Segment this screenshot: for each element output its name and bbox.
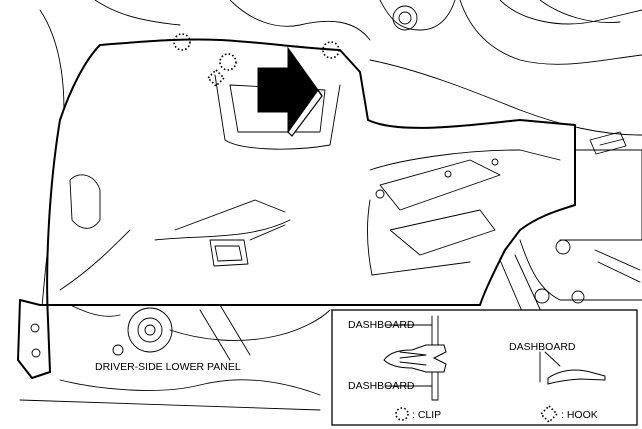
- dashboard-label-bottom: DASHBOARD: [348, 380, 415, 392]
- driver-side-lower-panel-shape: [17, 38, 576, 379]
- hook-legend-label: : HOOK: [561, 409, 598, 421]
- clip-legend-icon: [395, 407, 409, 421]
- removal-arrow-icon: [257, 46, 323, 137]
- dashboard-label-top: DASHBOARD: [348, 319, 415, 331]
- clip-detail-illustration: [383, 315, 447, 401]
- background-structure: [19, 0, 642, 411]
- panel-label: DRIVER-SIDE LOWER PANEL: [95, 361, 241, 373]
- clip-markers: [173, 33, 340, 71]
- clip-marker: [322, 41, 340, 59]
- hook-detail-illustration: [539, 351, 606, 385]
- detail-inset: DASHBOARD DASHBOARD DASHBOARD : CLIP : H…: [331, 309, 638, 426]
- dashboard-label-right: DASHBOARD: [509, 341, 576, 353]
- clip-marker: [219, 53, 237, 71]
- clip-marker: [173, 33, 191, 51]
- clip-legend-label: : CLIP: [412, 409, 441, 421]
